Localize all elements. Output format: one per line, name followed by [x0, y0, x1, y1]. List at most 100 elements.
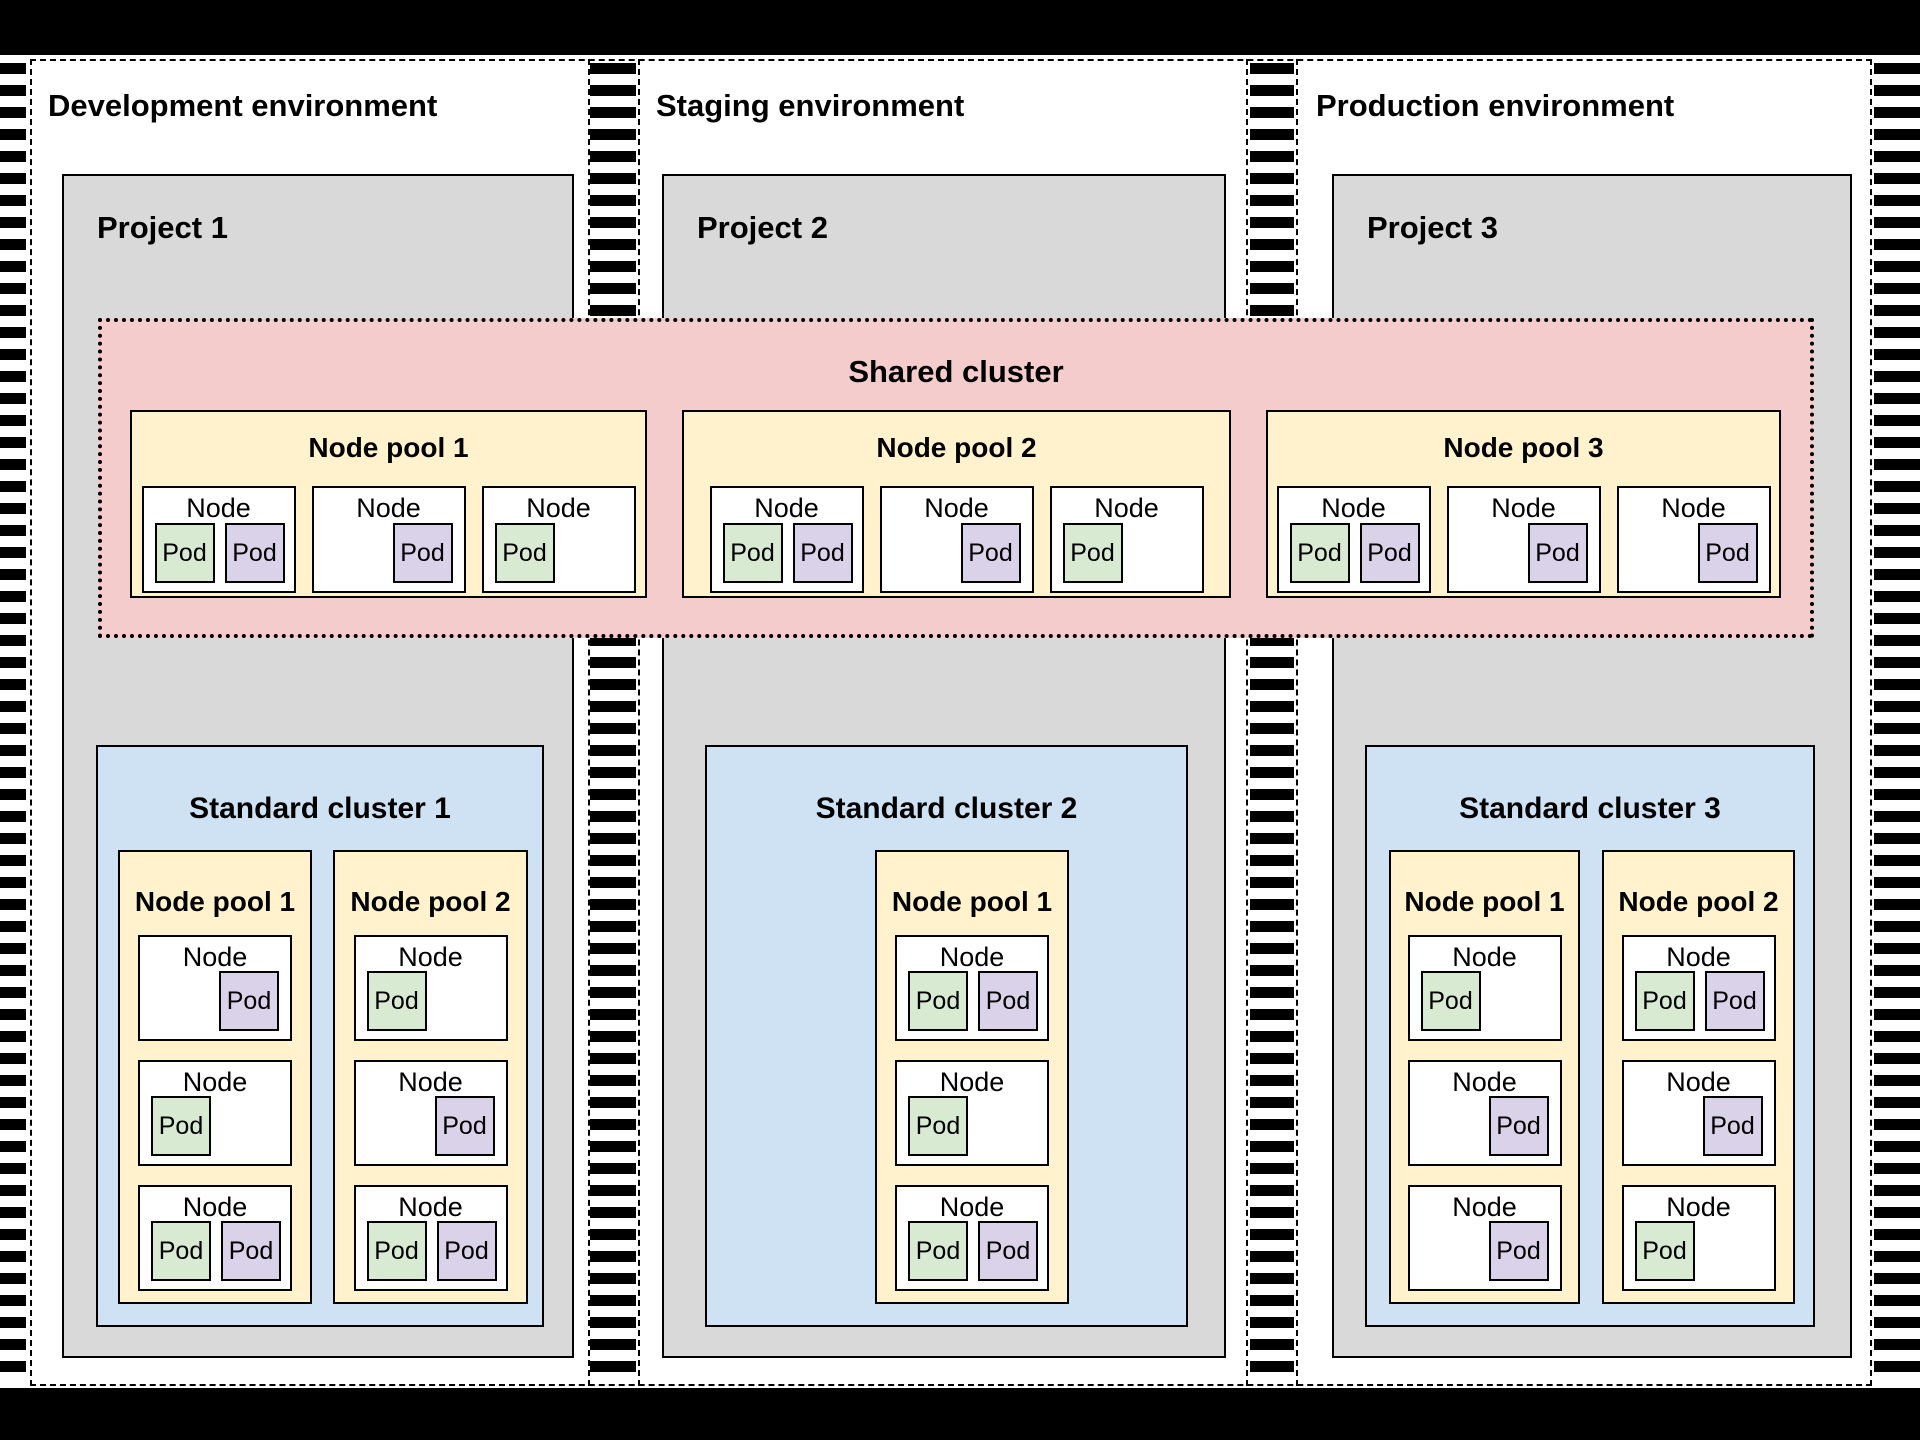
node-pool-title: Node pool 1 — [891, 886, 1053, 917]
pods-row: Pod — [325, 523, 453, 583]
node-label: Node — [1666, 1192, 1731, 1222]
hatch-separator-0 — [0, 63, 26, 1373]
pod-purple: Pod — [1488, 1221, 1549, 1281]
node-label: Node — [526, 493, 591, 523]
shared-cluster-title: Shared cluster — [848, 354, 1064, 389]
pod-green: Pod — [908, 971, 968, 1031]
pod-green: Pod — [1634, 1221, 1695, 1281]
pod-green: Pod — [151, 1221, 211, 1281]
pod-green: Pod — [1420, 971, 1481, 1031]
node-pool-title: Node pool 2 — [350, 886, 511, 917]
pods-row: Pod — [1420, 971, 1549, 1031]
node-label: Node — [939, 1067, 1005, 1097]
environment-title: Staging environment — [656, 88, 965, 123]
node-pool-title: Node pool 2 — [1618, 886, 1779, 917]
pod-purple: Pod — [392, 523, 453, 583]
environment-dashed-divider-3 — [1296, 59, 1298, 1386]
node-label: Node — [398, 1192, 463, 1222]
pods-row: Pod — [1460, 523, 1588, 583]
node-label: Node — [1094, 493, 1159, 523]
node-label: Node — [1452, 1067, 1517, 1097]
pods-row: Pod — [1062, 523, 1191, 583]
pods-row: Pod — [1421, 1096, 1549, 1156]
node-label: Node — [924, 493, 989, 523]
environments-dashed-frame — [30, 59, 1872, 1386]
pods-row: Pod — [367, 1096, 495, 1156]
pod-purple: Pod — [1359, 523, 1420, 583]
top-border-bar — [0, 0, 1920, 55]
pod-purple: Pod — [219, 971, 279, 1031]
pods-row: Pod — [151, 971, 279, 1031]
pod-green: Pod — [908, 1096, 968, 1156]
pod-purple: Pod — [434, 1096, 495, 1156]
pod-green: Pod — [154, 523, 215, 583]
hatch-separator-2 — [1250, 63, 1294, 1373]
pod-purple: Pod — [978, 971, 1038, 1031]
standard-cluster-title: Standard cluster 2 — [815, 792, 1078, 825]
pod-green: Pod — [722, 523, 783, 583]
pod-green: Pod — [1289, 523, 1350, 583]
environment-dashed-divider-1 — [638, 59, 640, 1386]
environment-title: Production environment — [1316, 88, 1675, 123]
pod-purple: Pod — [1488, 1096, 1549, 1156]
pod-purple: Pod — [792, 523, 853, 583]
pod-green: Pod — [908, 1221, 968, 1281]
pods-row: Pod — [366, 971, 495, 1031]
shared-node-pool-title: Node pool 1 — [308, 432, 469, 463]
node-label: Node — [1321, 493, 1386, 523]
pods-row: Pod — [908, 1096, 1036, 1156]
standard-cluster-title: Standard cluster 1 — [189, 792, 451, 825]
node-label: Node — [1452, 1192, 1517, 1222]
pod-purple: Pod — [978, 1221, 1038, 1281]
node-label: Node — [1666, 1067, 1731, 1097]
pod-purple: Pod — [1697, 523, 1758, 583]
environment-dashed-divider-0 — [588, 59, 590, 1386]
node-label: Node — [182, 1067, 248, 1097]
pod-green: Pod — [1062, 523, 1123, 583]
pod-purple: Pod — [1702, 1096, 1763, 1156]
project-title: Project 3 — [1367, 210, 1498, 245]
